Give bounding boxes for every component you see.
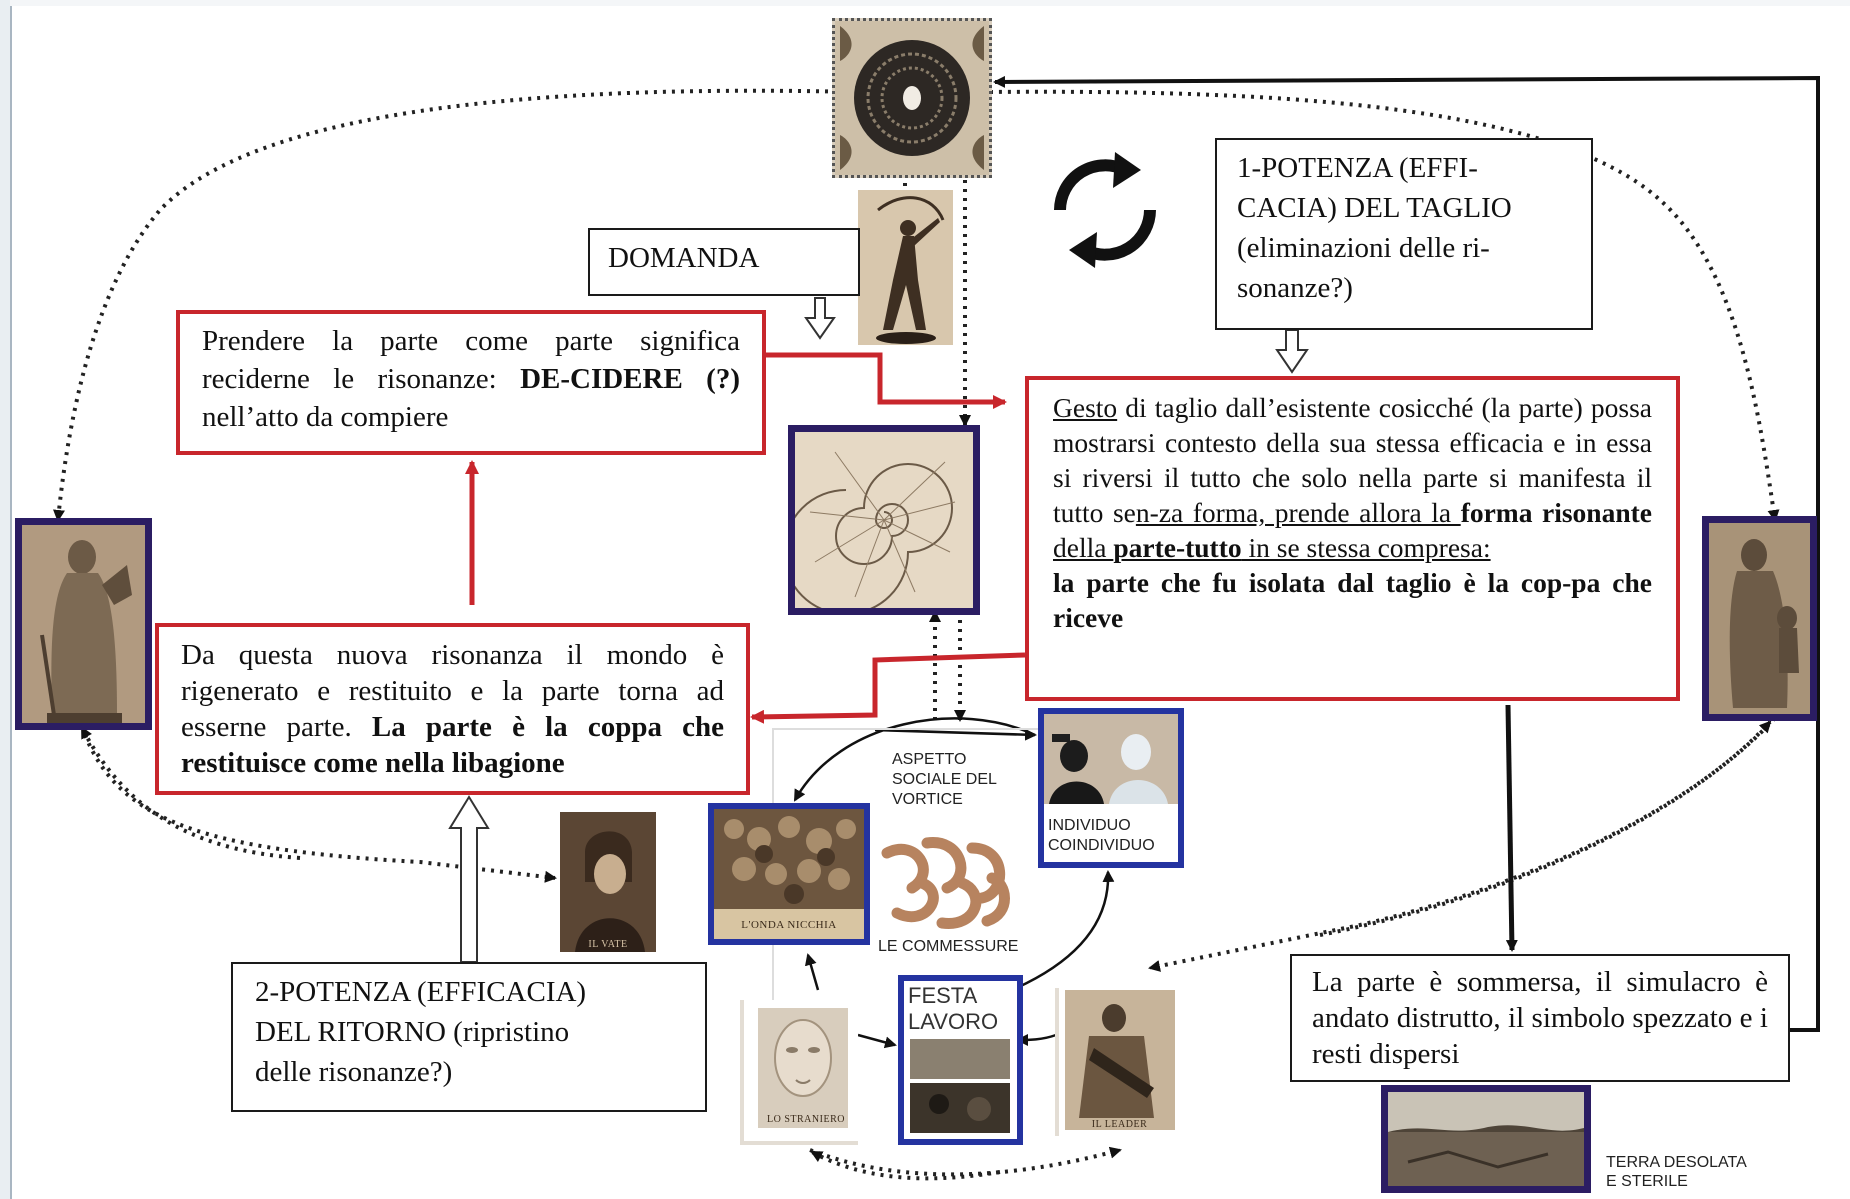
daquesta-box: Da questa nuova risonanza il mondo è rig… — [155, 623, 750, 795]
gesto-to-sommersa-arrow — [1505, 704, 1518, 952]
potenza-ritorno-box: 2-POTENZA (EFFICACIA) DEL RITORNO (ripri… — [231, 962, 707, 1112]
straniero-caption: LO STRANIERO — [767, 1114, 845, 1125]
domanda-label: DOMANDA — [608, 242, 760, 274]
right-father-child-statue-image — [1702, 516, 1817, 721]
vate-portrait-image: IL VATE — [560, 812, 656, 952]
sommersa-box: La parte è sommersa, il simulacro è anda… — [1290, 954, 1790, 1082]
potenza1-line4: sonanze?) — [1237, 272, 1353, 304]
potenza2-line2: DEL RITORNO (ripristino — [255, 1016, 570, 1048]
onda-nicchia-image: L'ONDA NICCHIA — [708, 803, 870, 945]
potenza1-line3: (eliminazioni delle ri- — [1237, 232, 1490, 264]
dotted-right-to-sommersa — [1148, 716, 1777, 972]
hollow-down-arrow-icon — [804, 297, 836, 340]
hollow-down-arrow-icon — [1275, 329, 1309, 374]
individuo-caption: INDIVIDUO COINDIVIDUO — [1048, 817, 1155, 854]
prendere-text: Prendere la parte come parte significa r… — [202, 325, 740, 433]
red-prendere-to-gesto — [762, 352, 1007, 409]
red-gesto-to-daquesta — [750, 652, 1026, 724]
commessure-image — [877, 833, 1017, 933]
terra-caption: TERRA DESOLATA E STERILE — [1606, 1154, 1747, 1190]
sommersa-text: La parte è sommersa, il simulacro è anda… — [1312, 966, 1768, 1070]
leader-image: IL LEADER — [1055, 988, 1180, 1136]
cycle-arrows-icon — [1054, 152, 1156, 268]
gesto-box: Gesto di taglio dall’esistente cosicché … — [1025, 376, 1680, 701]
potenza-taglio-box: 1-POTENZA (EFFI- CACIA) DEL TAGLIO (elim… — [1215, 138, 1593, 330]
left-goddess-statue-image — [15, 518, 152, 730]
aspetto-sociale-caption: ASPETTO SOCIALE DEL VORTICE — [892, 751, 997, 808]
dotted-bottom-loop — [809, 1146, 1122, 1177]
commessure-caption: LE COMMESSURE — [878, 938, 1019, 955]
festa-lavoro-image: FESTA LAVORO — [898, 975, 1023, 1145]
dotted-sommersa-to-right — [1319, 720, 1772, 937]
archer-statue-image — [858, 190, 953, 345]
window-left-border — [0, 0, 12, 1199]
hollow-up-arrow-icon — [448, 795, 490, 963]
potenza1-line2: CACIA) DEL TAGLIO — [1237, 192, 1512, 224]
potenza1-line1: 1-POTENZA (EFFI- — [1237, 152, 1478, 184]
window-top-strip — [10, 0, 1850, 6]
gesto-bold-text: la parte che fu isolata dal taglio è la … — [1053, 567, 1652, 633]
vate-caption: IL VATE — [588, 939, 628, 950]
terra-desolata-image — [1381, 1085, 1591, 1193]
potenza2-line3: delle risonanze?) — [255, 1056, 453, 1088]
shield-image — [832, 18, 992, 178]
straniero-mask-image: LO STRANIERO — [740, 1000, 858, 1145]
daquesta-text: Da questa nuova risonanza il mondo è rig… — [181, 639, 724, 779]
potenza2-line1: 2-POTENZA (EFFICACIA) — [255, 976, 587, 1008]
leader-caption: IL LEADER — [1091, 1119, 1148, 1130]
domanda-box: DOMANDA — [588, 228, 860, 296]
onda-caption: L'ONDA NICCHIA — [741, 919, 837, 931]
dotted-bottom-loop-back — [810, 1150, 1001, 1181]
gesto-text: Gesto di taglio dall’esistente cosicché … — [1053, 392, 1652, 563]
dotted-loop-left — [53, 88, 856, 522]
festa-caption: FESTA LAVORO — [908, 983, 999, 1034]
prendere-box: Prendere la parte come parte significa r… — [176, 310, 766, 455]
spiral-shell-image — [788, 425, 980, 615]
individuo-image: INDIVIDUO COINDIVIDUO — [1038, 708, 1184, 868]
